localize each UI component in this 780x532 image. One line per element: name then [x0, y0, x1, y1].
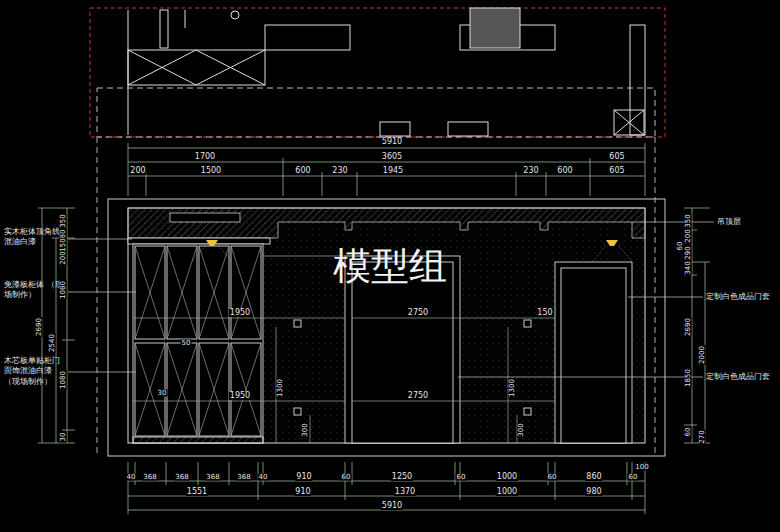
dimension-text: 40 [126, 474, 137, 481]
dimension-text: 50 [181, 340, 192, 347]
dimension-text: 3605 [381, 153, 403, 161]
dimension-text: 368 [205, 474, 220, 481]
dimension-text: 605 [608, 153, 625, 161]
dimension-text: 30 [60, 432, 67, 443]
dimension-text: 2750 [407, 309, 429, 317]
dimension-text: 350 [60, 213, 67, 228]
dimension-text: 1551 [186, 488, 208, 496]
material-note: 免漆板柜体 （现场制作） [4, 280, 66, 301]
dimension-text: 60 [547, 474, 558, 481]
dimension-text: 200 [60, 250, 67, 265]
dimension-text: 1370 [394, 488, 416, 496]
dimension-text: 150 [536, 309, 553, 317]
dimension-text: 910 [294, 488, 311, 496]
dimension-text: 1000 [496, 473, 518, 481]
dimension-text: 40 [258, 474, 269, 481]
dimension-text: 600 [294, 167, 311, 175]
dimension-text: 860 [585, 473, 602, 481]
dimension-text: 1250 [391, 473, 413, 481]
dimension-text: 5910 [381, 138, 403, 146]
dimension-text: 368 [236, 474, 251, 481]
dimension-text: 1080 [60, 280, 67, 300]
dimension-text: 1500 [200, 167, 222, 175]
dimension-text: 600 [556, 167, 573, 175]
dimension-text: 230 [522, 167, 539, 175]
dimension-text: 1700 [194, 153, 216, 161]
dimension-text: 2540 [49, 333, 56, 353]
dimension-text: 350 [685, 213, 692, 228]
dimension-text: 2690 [36, 317, 43, 337]
callout-label: 定制白色成品门套 [706, 293, 770, 301]
dimension-text: 5910 [381, 502, 403, 510]
dimension-text: 1300 [509, 378, 516, 398]
dimension-text: 270 [699, 429, 706, 444]
dimension-text: 60 [677, 241, 684, 252]
dimension-text: 60 [341, 474, 352, 481]
dimension-text: 368 [174, 474, 189, 481]
dimension-text: 1300 [277, 378, 284, 398]
dimension-text: 200 [685, 228, 692, 243]
material-note: 木芯板单贴柜门 面饰混油白漆 （现场制作） [4, 356, 66, 387]
dimension-text: 1950 [229, 309, 251, 317]
dimension-text: 290 [685, 245, 692, 260]
material-note: 实木柜体顶角线 混油白漆 [4, 227, 66, 248]
dimension-text: 605 [608, 167, 625, 175]
dimension-text: 1945 [382, 167, 404, 175]
dimension-text: 230 [331, 167, 348, 175]
dimension-text: 368 [142, 474, 157, 481]
callout-label: 定制白色成品门套 [706, 373, 770, 381]
dimension-text: 1000 [496, 488, 518, 496]
dimension-text: 1950 [229, 392, 251, 400]
dimension-text: 30 [157, 390, 168, 397]
dimension-text: 980 [585, 488, 602, 496]
dimension-text: 2000 [699, 345, 706, 365]
dimension-text: 60 [456, 474, 467, 481]
dimension-text: 300 [518, 422, 525, 437]
dimension-text: 1080 [60, 370, 67, 390]
dimension-text: 1850 [685, 368, 692, 388]
dimension-text: 100 [634, 464, 649, 471]
watermark-text: 模型组 [333, 247, 447, 285]
dimension-text: 300 [302, 422, 309, 437]
dimension-text: 2690 [685, 317, 692, 337]
dimension-text: 200 [129, 167, 146, 175]
dimension-text: 340 [685, 260, 692, 275]
dimension-text: 60 [628, 474, 639, 481]
dimension-text: 2750 [407, 392, 429, 400]
dimension-text: 60 [685, 427, 692, 438]
dimension-text: 910 [295, 473, 312, 481]
callout-label: 吊顶层 [717, 218, 741, 226]
